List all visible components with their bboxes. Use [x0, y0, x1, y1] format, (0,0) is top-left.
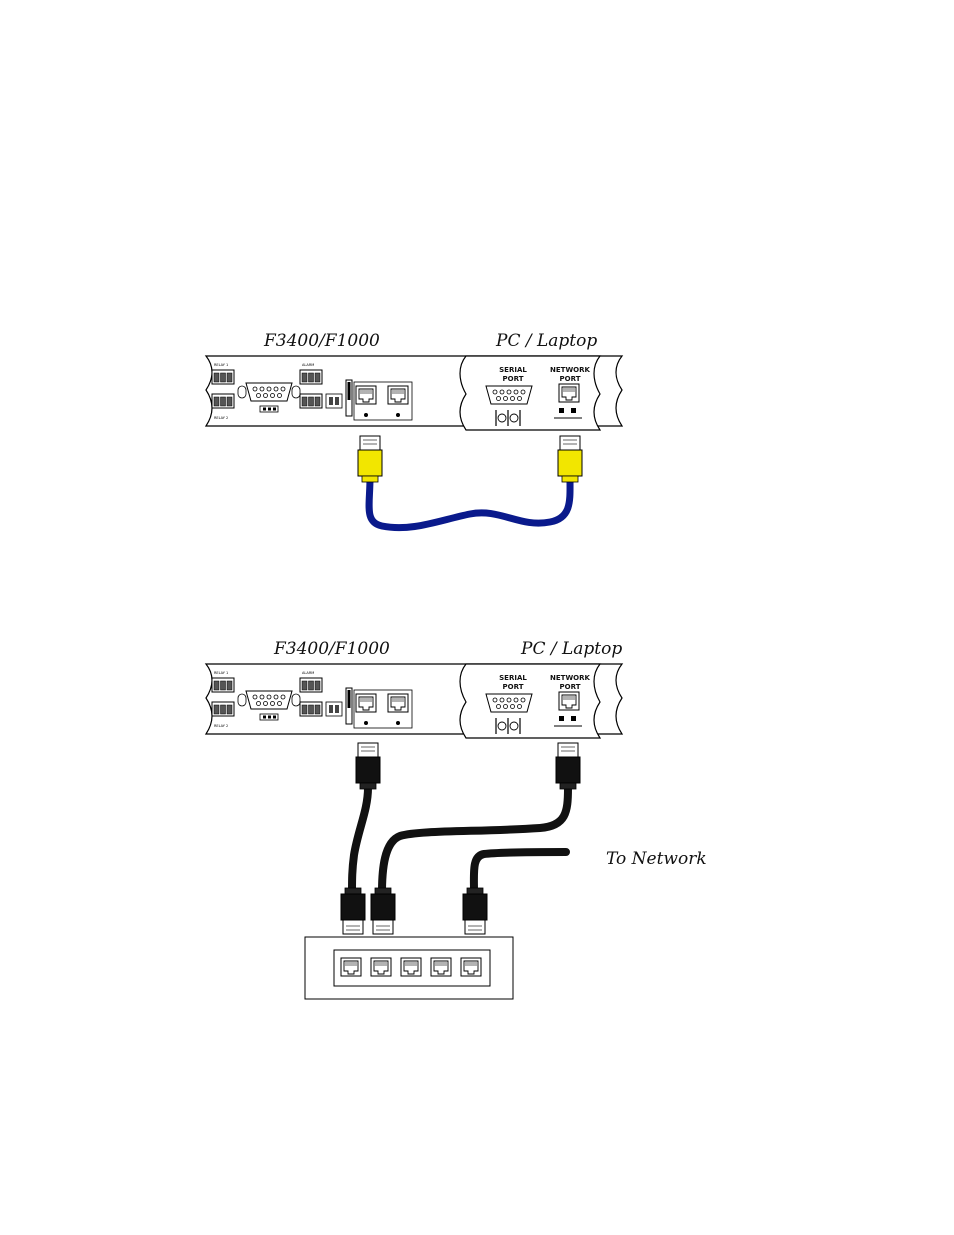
serial-port-label-2: PORT	[503, 683, 524, 691]
device-cable	[352, 788, 368, 892]
device-title: F3400/F1000	[263, 331, 380, 351]
serial-port-label: SERIAL	[499, 674, 527, 682]
crossover-cable	[369, 478, 570, 528]
network-port-label: NETWORK	[550, 674, 590, 682]
diagram-crossover: F3400/F1000 PC / Laptop SERIAL PORT NETW…	[206, 331, 622, 528]
device-plug	[356, 743, 380, 789]
switch-plug-3	[463, 888, 487, 934]
pc-title: PC / Laptop	[495, 331, 597, 351]
switch-port-3	[401, 958, 421, 976]
diagram-switch: F3400/F1000 PC / Laptop SERIAL PORT NETW…	[206, 639, 707, 999]
crossover-plug-right	[558, 436, 582, 482]
serial-port-label: SERIAL	[499, 366, 527, 374]
switch-plug-2	[371, 888, 395, 934]
network-switch	[305, 937, 513, 999]
switch-port-5	[461, 958, 481, 976]
uplink-cable	[474, 852, 566, 892]
switch-port-1	[341, 958, 361, 976]
pc-title: PC / Laptop	[520, 639, 622, 659]
network-port-label-2: PORT	[560, 683, 581, 691]
switch-plug-1	[341, 888, 365, 934]
crossover-plug-left	[358, 436, 382, 482]
serial-port-label-2: PORT	[503, 375, 524, 383]
network-port-label-2: PORT	[560, 375, 581, 383]
pc-plug	[556, 743, 580, 789]
device-title: F3400/F1000	[273, 639, 390, 659]
switch-port-4	[431, 958, 451, 976]
switch-port-2	[371, 958, 391, 976]
to-network-label: To Network	[606, 849, 707, 869]
network-port-label: NETWORK	[550, 366, 590, 374]
